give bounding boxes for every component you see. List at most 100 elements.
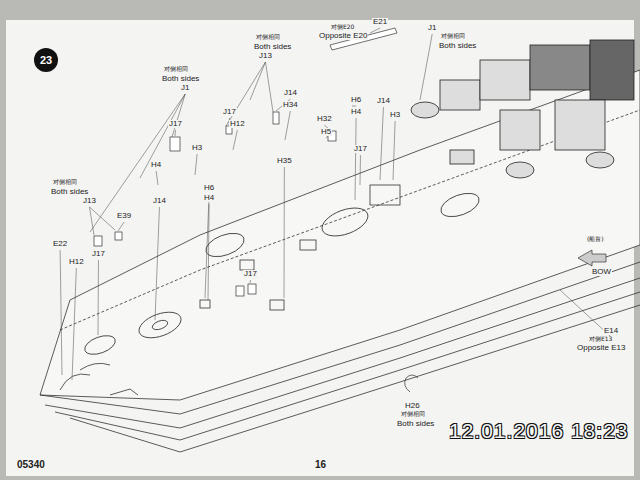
callout-number: H6	[350, 96, 362, 104]
leader-line	[90, 94, 185, 232]
deckhouse	[450, 150, 474, 164]
callout-number: Both sides	[438, 42, 477, 50]
hatch	[200, 300, 210, 308]
leader-line	[208, 204, 209, 300]
callout-number: H3	[191, 144, 203, 152]
leader-line	[233, 130, 237, 150]
deck-outline	[40, 70, 640, 400]
callout-number: J13	[258, 52, 273, 60]
leader-line	[265, 62, 273, 112]
callout-number: J17	[243, 270, 258, 278]
leader-line	[250, 280, 251, 283]
superstructure-block	[555, 100, 605, 150]
callout-number: J14	[152, 197, 167, 205]
callout-number: H12	[68, 258, 85, 266]
photo-timestamp: 12.01.2016 18:23	[448, 420, 630, 441]
callout-number: Opposite E13	[576, 344, 626, 352]
note-text: (船首)	[586, 236, 605, 242]
callout-number: J17	[222, 108, 237, 116]
callout-number: E21	[372, 18, 388, 26]
callout-number: J14	[376, 97, 391, 105]
hatch	[270, 300, 284, 310]
superstructure-block	[440, 80, 480, 110]
leader-line	[155, 207, 159, 320]
barbette	[136, 307, 185, 343]
callout-number: Opposite E20	[318, 32, 368, 40]
turret	[586, 152, 614, 168]
leader-line	[355, 118, 356, 200]
callout-number: E14	[603, 327, 619, 335]
note-text: 对侧E13	[588, 336, 613, 342]
superstructure-block	[530, 45, 590, 90]
leader-line	[156, 171, 158, 185]
callout-number: H12	[229, 120, 246, 128]
leader-line	[195, 154, 197, 175]
barbette	[82, 332, 118, 358]
superstructure-block	[480, 60, 530, 100]
page-footer: 16	[314, 460, 327, 470]
note-text: 对侧E20	[330, 24, 355, 30]
leader-line	[360, 155, 361, 185]
leader-line	[72, 268, 76, 380]
leader-line	[89, 207, 94, 235]
note-text: 对侧相同	[52, 179, 78, 185]
leader-line	[140, 94, 185, 178]
hatch	[300, 240, 316, 250]
note-text: 对侧相同	[163, 66, 189, 72]
leader-lines	[60, 28, 611, 380]
step-number: 23	[40, 54, 52, 66]
part	[236, 286, 244, 296]
hull-strake	[55, 292, 640, 440]
callout-number: H32	[316, 115, 333, 123]
leader-line	[370, 28, 380, 33]
deck-line	[60, 110, 640, 330]
callout-number: Both sides	[396, 420, 435, 428]
hull-strake	[70, 305, 640, 452]
leader-line	[393, 121, 395, 180]
callout-number: H26	[404, 402, 421, 410]
superstructure-block	[590, 40, 634, 100]
callout-number: J13	[82, 197, 97, 205]
callout-number: E39	[116, 212, 132, 220]
part	[273, 112, 279, 124]
leader-line	[380, 107, 383, 180]
note-text: 对侧相同	[255, 34, 281, 40]
barbette	[318, 203, 371, 242]
callout-number: J14	[283, 89, 298, 97]
hull-drawing	[40, 70, 640, 452]
callout-number: H4	[203, 194, 215, 202]
callout-number: J17	[353, 145, 368, 153]
callout-number: J17	[91, 250, 106, 258]
leader-line	[352, 106, 356, 107]
step-number-circle: 23	[34, 48, 58, 72]
leader-line	[118, 222, 124, 231]
superstructure	[411, 40, 634, 178]
callout-number: H3	[389, 111, 401, 119]
callout-number: H4	[350, 108, 362, 116]
part	[115, 232, 122, 240]
bow-arrow	[578, 250, 606, 266]
barbette	[438, 189, 482, 221]
callout-number: H5	[320, 128, 332, 136]
callout-number: H35	[276, 157, 293, 165]
hull-strake	[40, 262, 640, 414]
leader-line	[98, 260, 99, 335]
part-h26	[405, 375, 418, 392]
callout-number: Both sides	[253, 43, 292, 51]
barbette	[203, 229, 247, 261]
callout-number: BOW	[591, 268, 612, 276]
callout-number: H6	[203, 184, 215, 192]
callout-number: E22	[52, 240, 68, 248]
callout-number: J1	[180, 84, 190, 92]
deckhouse	[370, 185, 400, 205]
callout-number: J17	[168, 120, 183, 128]
leader-line	[226, 62, 265, 126]
turret	[506, 162, 534, 178]
loose-parts	[94, 28, 606, 392]
part	[248, 284, 256, 294]
callout-number: Both sides	[161, 75, 200, 83]
leader-line	[60, 250, 62, 375]
leader-line	[172, 94, 185, 137]
leader-line	[175, 130, 176, 136]
